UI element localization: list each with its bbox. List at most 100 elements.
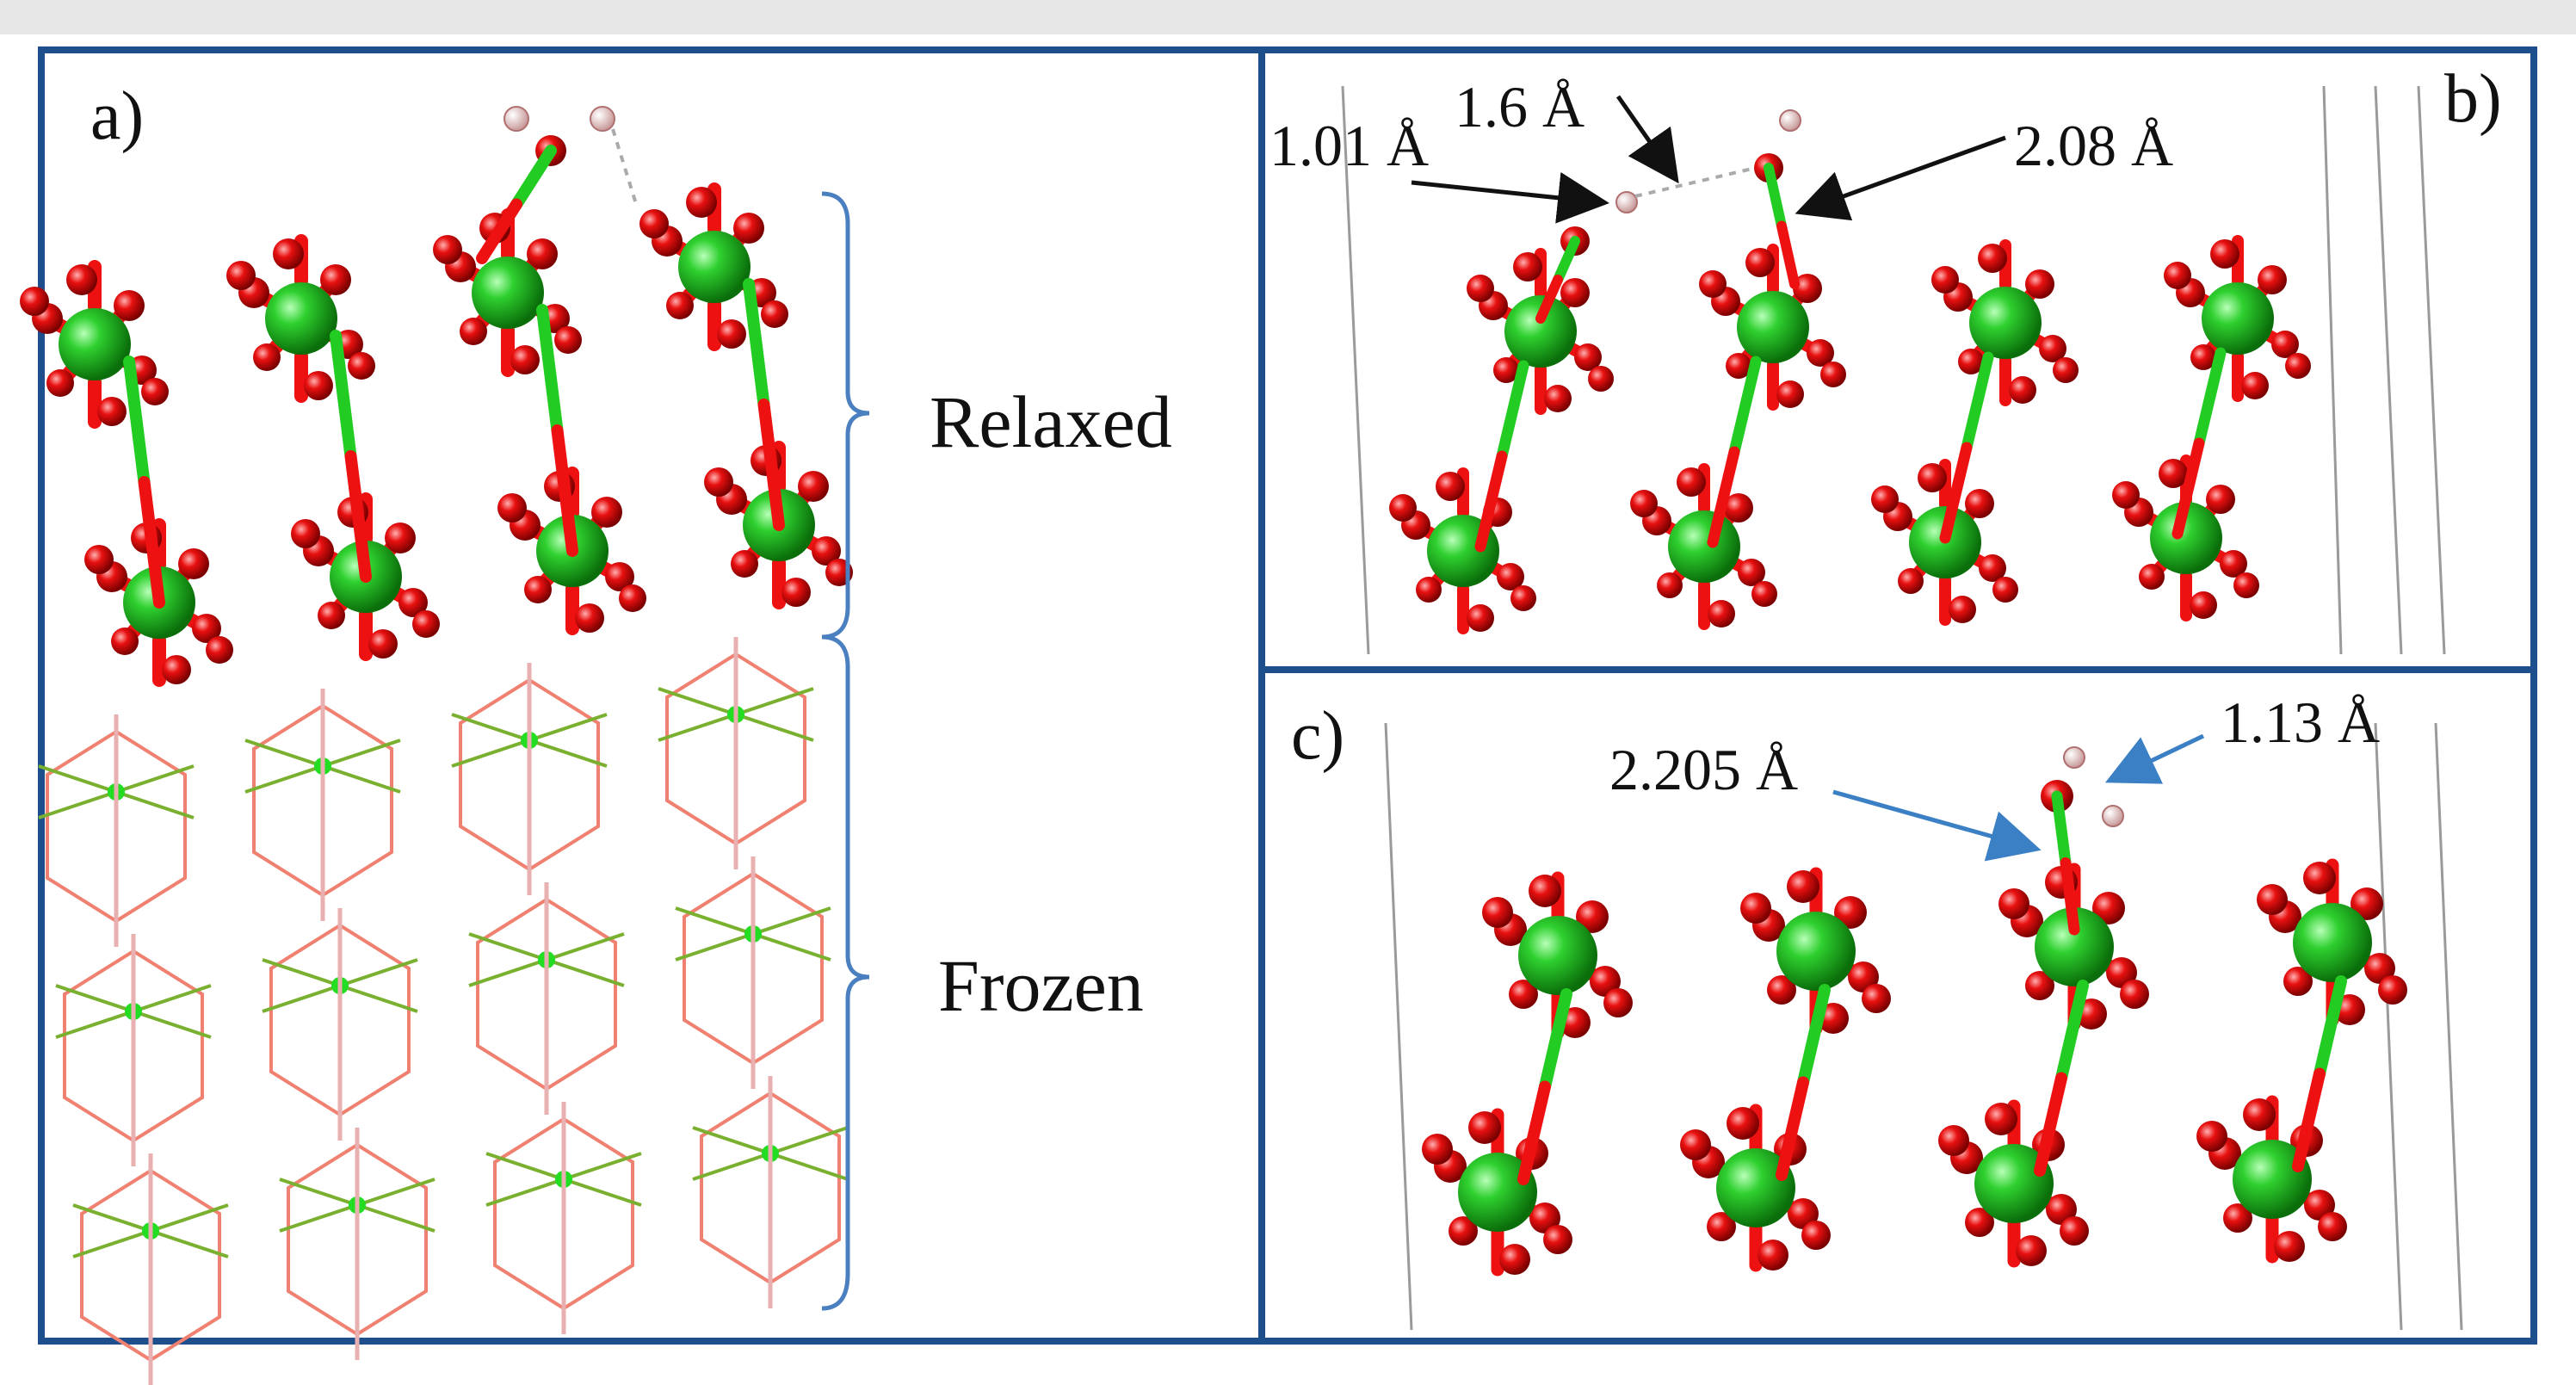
oxygen-atom — [2112, 481, 2140, 509]
bond-half-metal — [1539, 988, 1572, 1093]
oxygen-atom — [781, 578, 811, 607]
bond-half-metal — [123, 356, 151, 488]
oxygen-atom — [2364, 953, 2395, 984]
bond-length-2-08: 2.08 Å — [2014, 113, 2174, 178]
bond-half-metal — [330, 330, 357, 462]
bond-half-oxygen — [757, 399, 785, 531]
oxygen-atom — [2009, 376, 2036, 404]
oxygen-atom — [1820, 362, 1846, 387]
bond-half-metal — [536, 304, 564, 436]
oxygen-atom — [433, 235, 462, 264]
arrow-1-6 — [1615, 95, 1679, 184]
oxygen-atom — [2060, 1216, 2089, 1246]
oxygen-atom — [717, 319, 746, 349]
oxygen-atom — [1543, 1225, 1572, 1254]
oxygen-atom — [2285, 353, 2311, 379]
bond-half-oxygen — [2292, 1067, 2326, 1172]
oxygen-atom — [2190, 344, 2216, 370]
oxygen-atom — [192, 614, 221, 643]
oxygen-atom — [66, 264, 97, 295]
hydrogen-atom — [2063, 746, 2085, 769]
panel-a-structure — [20, 106, 853, 687]
oxygen-atom — [460, 318, 487, 345]
bond-half-oxygen — [1535, 275, 1563, 324]
oxygen-atom — [273, 238, 304, 269]
oxygen-atom — [1657, 572, 1683, 598]
bond-length-2-205: 2.205 Å — [1609, 737, 1799, 802]
oxygen-atom — [1529, 875, 1561, 907]
oxygen-atom — [206, 636, 233, 664]
oxygen-atom — [1680, 1129, 1711, 1160]
oxygen-atom — [2139, 564, 2165, 590]
oxygen-atom — [1807, 339, 1834, 367]
oxygen-atom — [1509, 980, 1538, 1009]
oxygen-atom — [1467, 604, 1494, 632]
bond-length-1-13: 1.13 Å — [2221, 689, 2381, 755]
metal-atom — [678, 231, 751, 303]
cell-line — [1341, 85, 1370, 655]
oxygen-atom — [1938, 1125, 1969, 1156]
oxygen-atom — [1727, 1107, 1759, 1140]
oxygen-atom — [1738, 559, 1765, 586]
oxygen-atom — [1590, 966, 1621, 997]
oxygen-atom — [368, 629, 398, 658]
oxygen-atom — [639, 209, 669, 238]
oxygen-atom — [1389, 494, 1417, 522]
hydrogen-atom — [2102, 805, 2124, 827]
oxygen-atom — [1603, 988, 1633, 1017]
oxygen-atom — [605, 562, 634, 591]
oxygen-atom — [1449, 1216, 1478, 1246]
bond-half-metal — [1961, 351, 1994, 454]
oxygen-atom — [1510, 585, 1536, 611]
metal-atom — [2150, 502, 2222, 574]
oxygen-atom — [2092, 892, 2125, 924]
bond-half-metal — [1553, 236, 1580, 285]
oxygen-atom — [2046, 1194, 2077, 1225]
cell-line — [2322, 85, 2343, 655]
arrow-2-08 — [1795, 135, 2006, 221]
bond-half-oxygen — [2171, 437, 2205, 540]
oxygen-atom — [1493, 357, 1519, 383]
bond-length-1-6: 1.6 Å — [1455, 74, 1585, 139]
oxygen-atom — [226, 261, 256, 290]
oxygen-atom — [114, 290, 145, 321]
cell-line — [2374, 722, 2403, 1331]
bond-half-oxygen — [344, 450, 372, 583]
oxygen-atom — [1708, 600, 1735, 628]
bond-half-oxygen — [1776, 220, 1800, 289]
metal-atom — [2293, 903, 2372, 982]
oxygen-atom — [1751, 581, 1777, 607]
oxygen-atom — [2210, 239, 2239, 269]
oxygen-atom — [2016, 1235, 2047, 1266]
bond-half-oxygen — [1474, 450, 1508, 553]
oxygen-atom — [497, 493, 527, 522]
oxygen-atom — [1544, 385, 1572, 412]
hydrogen-bond-dash — [611, 128, 639, 207]
frozen-bracket — [821, 634, 870, 1311]
oxygen-atom — [2039, 335, 2066, 362]
oxygen-atom — [812, 536, 841, 566]
hydrogen-atom — [503, 106, 529, 132]
arrow-2-205 — [1832, 789, 2042, 862]
oxygen-atom — [111, 628, 139, 655]
oxygen-atom — [1588, 366, 1614, 392]
cell-line — [2434, 722, 2463, 1331]
metal-atom — [1737, 291, 1809, 363]
oxygen-atom — [1576, 900, 1609, 933]
oxygen-atom — [2053, 357, 2079, 383]
oxygen-atom — [1862, 984, 1891, 1013]
oxygen-atom — [1998, 888, 2029, 919]
oxygen-atom — [2206, 485, 2235, 514]
bond-half-metal — [2055, 980, 2089, 1085]
oxygen-atom — [2106, 957, 2137, 988]
metal-atom — [472, 257, 544, 329]
oxygen-atom — [1801, 1221, 1831, 1250]
oxygen-atom — [1740, 893, 1771, 924]
oxygen-atom — [1529, 1203, 1560, 1234]
oxygen-atom — [619, 584, 646, 612]
bond-half-metal — [743, 278, 770, 411]
relaxed-label: Relaxed — [930, 380, 1172, 463]
bond-half-metal — [1496, 360, 1529, 462]
oxygen-atom — [2120, 980, 2149, 1009]
oxygen-atom — [2243, 1098, 2276, 1131]
